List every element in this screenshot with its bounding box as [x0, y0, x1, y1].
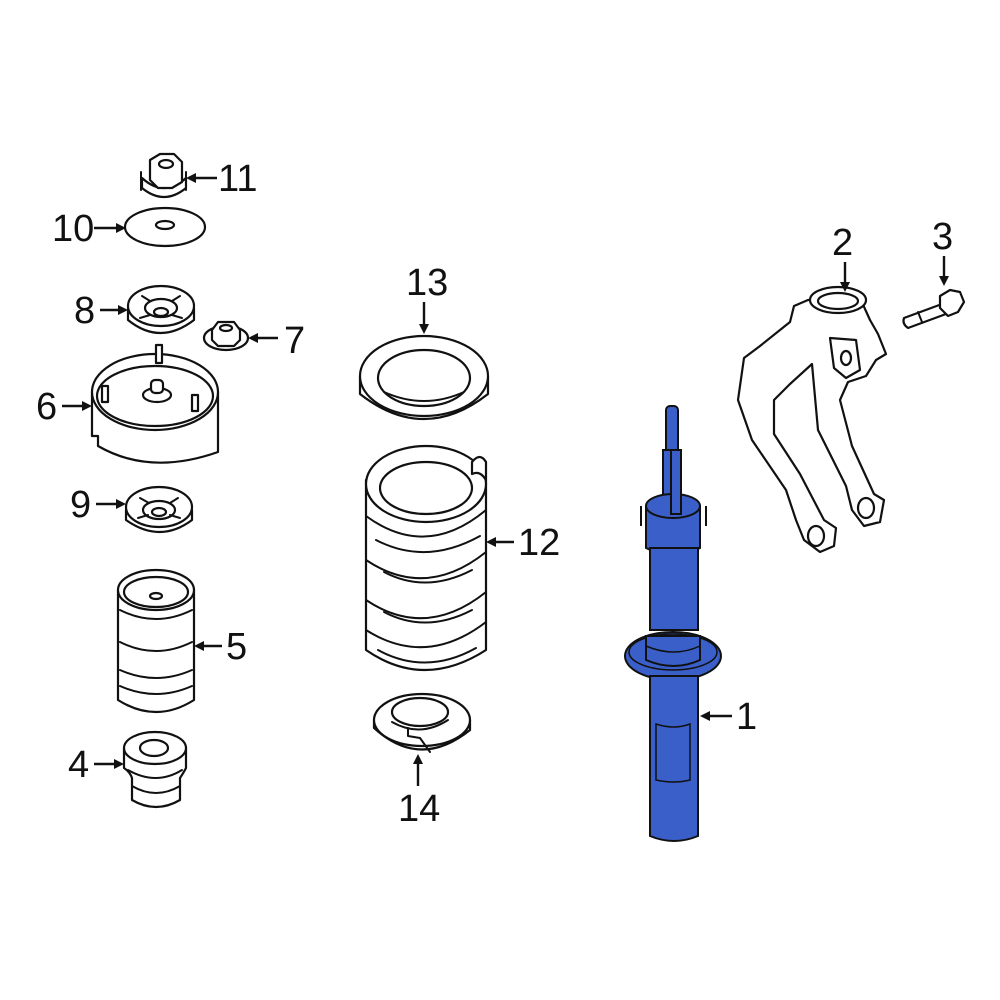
part-2-steering-knuckle-icon[interactable]	[736, 285, 888, 554]
callout-9[interactable]: 9	[70, 484, 92, 526]
part-13-upper-spring-seat-icon[interactable]	[358, 334, 490, 420]
callout-12[interactable]: 12	[518, 522, 561, 564]
part-10-washer-icon[interactable]	[123, 206, 207, 248]
part-5-dust-boot-icon[interactable]	[116, 568, 196, 714]
callout-10[interactable]: 10	[52, 208, 95, 250]
part-4-bump-stop-icon[interactable]	[122, 730, 188, 809]
callout-8[interactable]: 8	[74, 290, 96, 332]
part-12-coil-spring-icon[interactable]	[364, 444, 488, 672]
callout-14[interactable]: 14	[398, 788, 441, 830]
callout-6[interactable]: 6	[36, 386, 58, 428]
callout-1[interactable]: 1	[736, 696, 758, 738]
leader-lines	[62, 173, 949, 786]
callout-4[interactable]: 4	[68, 744, 90, 786]
part-3-bolt-icon[interactable]	[902, 288, 966, 330]
callout-13[interactable]: 13	[406, 262, 449, 304]
part-7-flange-nut-icon[interactable]	[202, 320, 250, 352]
callout-5[interactable]: 5	[226, 626, 248, 668]
part-6-strut-mount-icon[interactable]	[90, 343, 220, 464]
part-14-lower-spring-seat-icon[interactable]	[372, 692, 472, 753]
callout-7[interactable]: 7	[284, 320, 306, 362]
part-1-strut-assembly-icon[interactable]	[624, 405, 722, 842]
part-8-insulator-icon[interactable]	[126, 284, 196, 334]
callout-3[interactable]: 3	[932, 216, 954, 258]
part-9-lower-insulator-icon[interactable]	[124, 485, 194, 533]
callout-2[interactable]: 2	[832, 222, 854, 264]
callout-11[interactable]: 11	[218, 158, 258, 200]
part-11-nut-icon[interactable]	[140, 152, 188, 199]
